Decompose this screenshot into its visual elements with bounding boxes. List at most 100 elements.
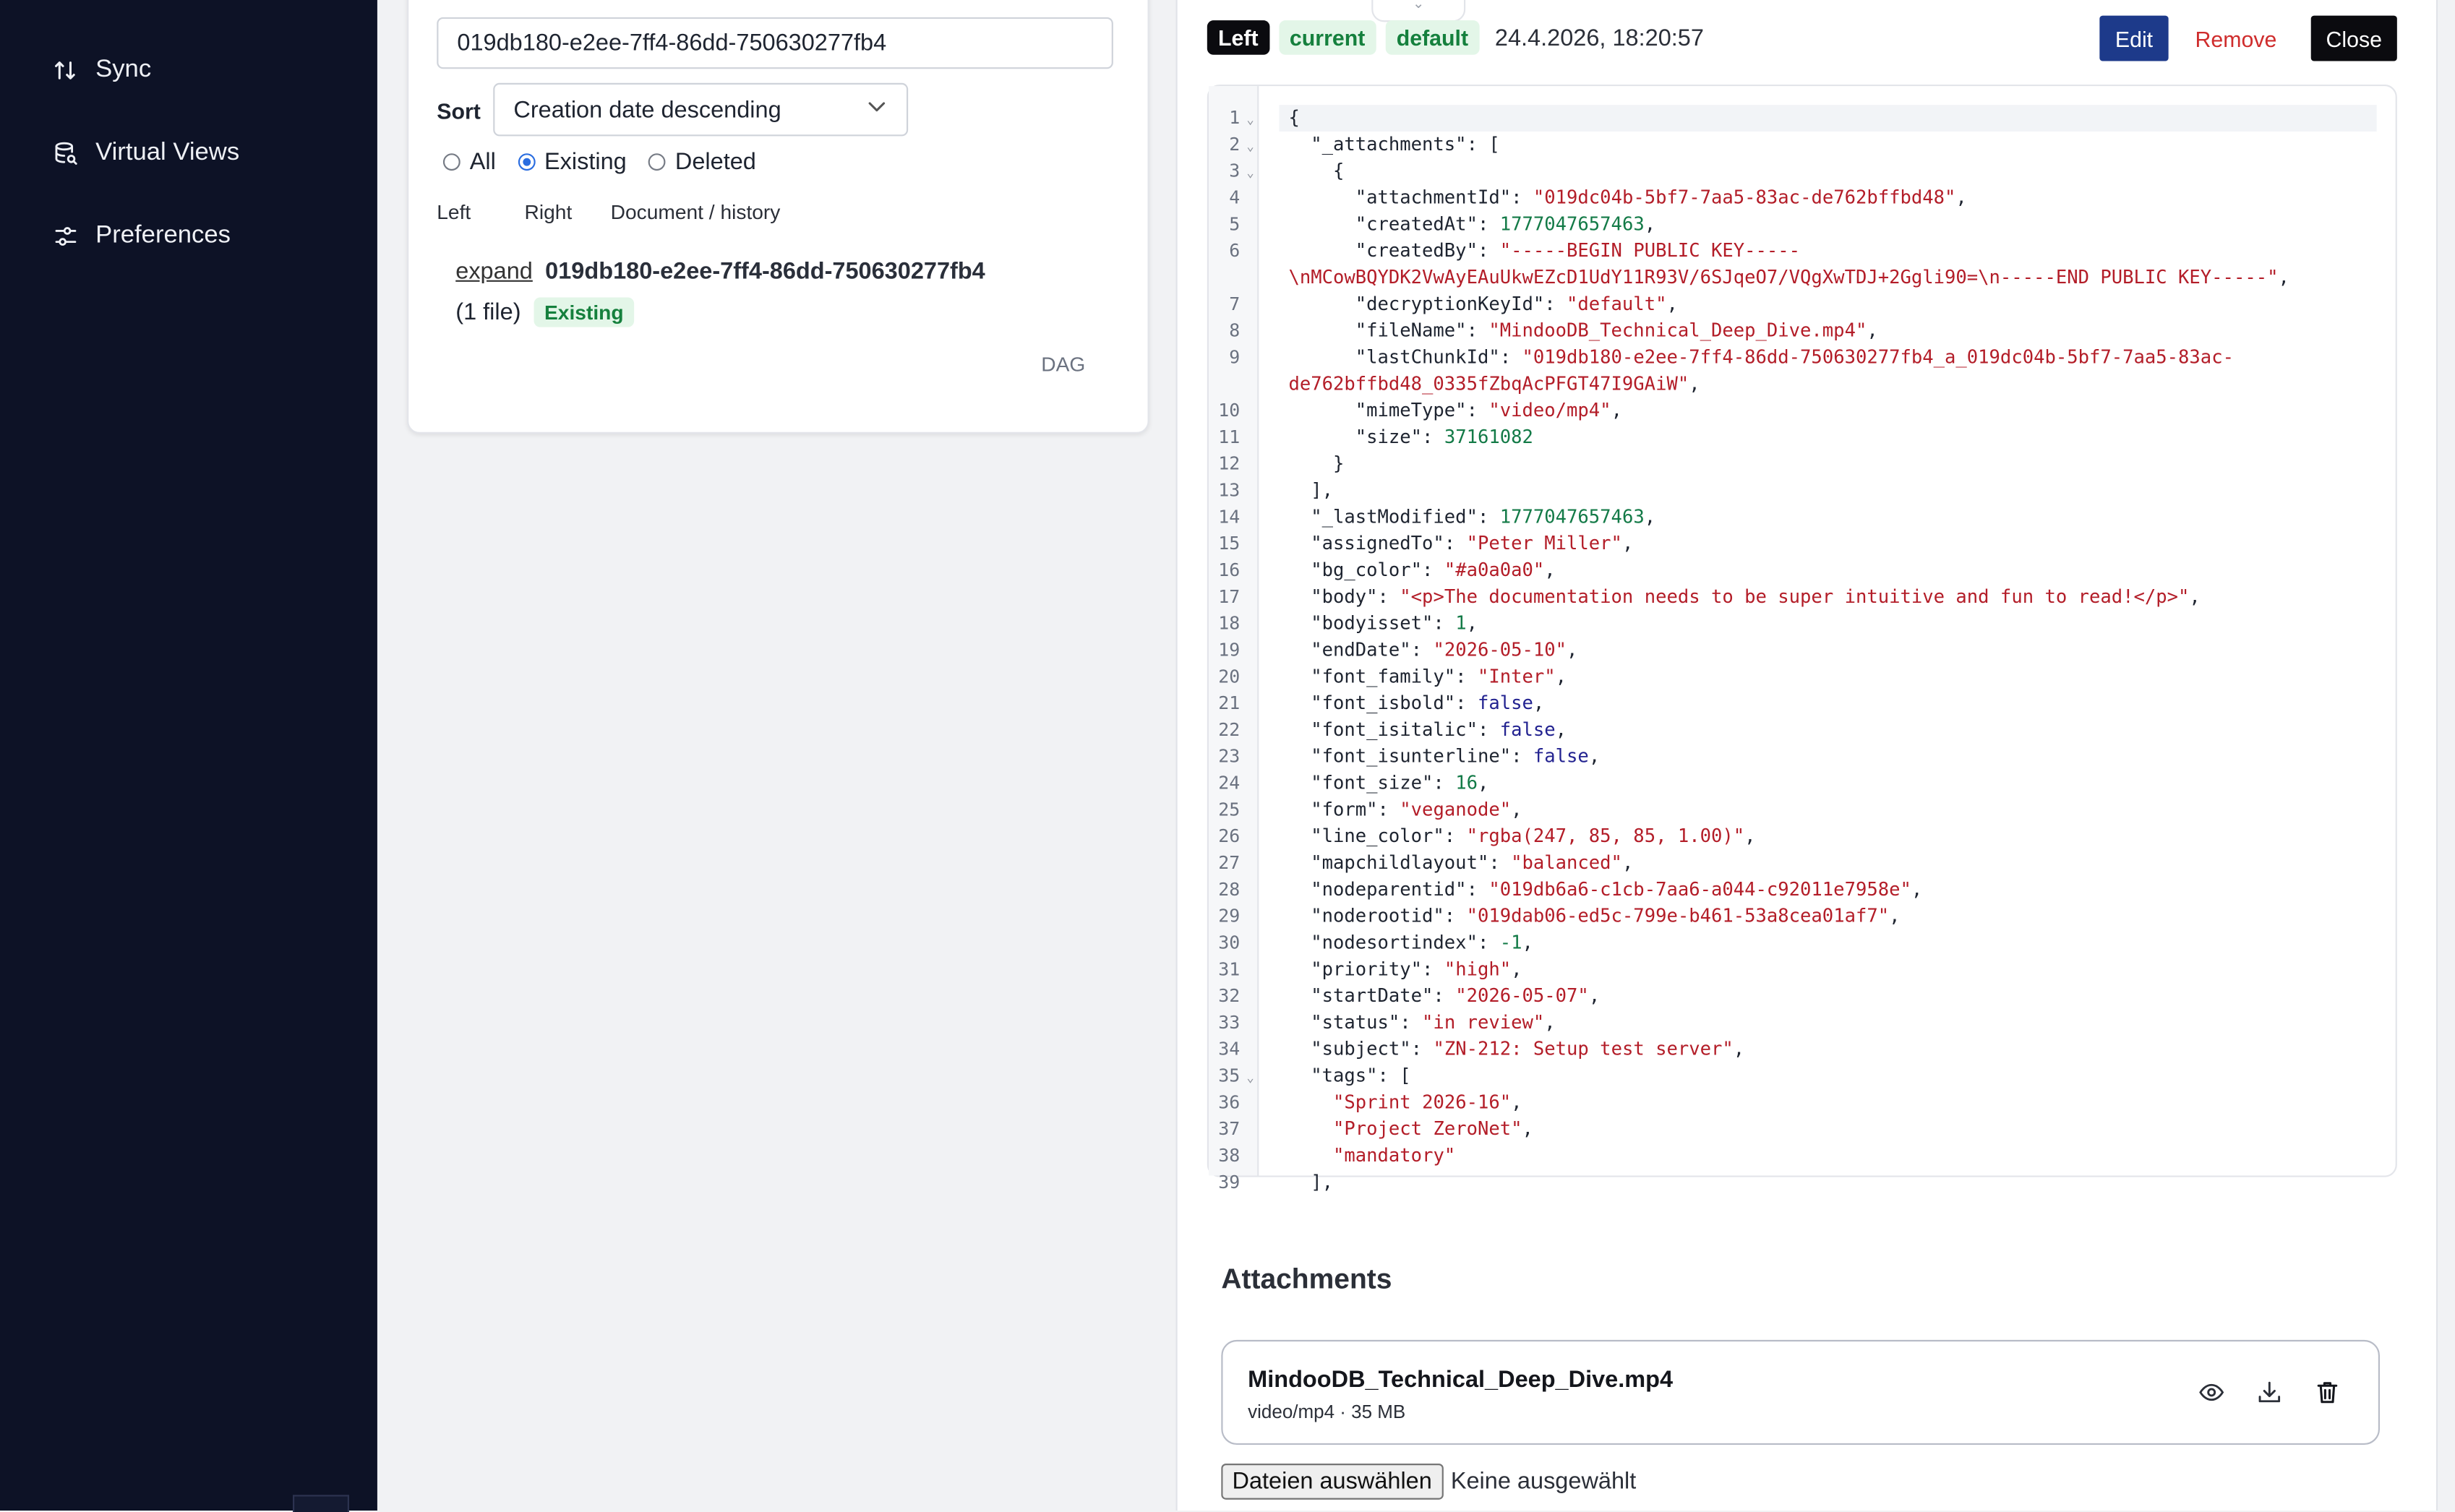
code-line: "noderootid": "019dab06-ed5c-799e-b461-5… (1288, 903, 1900, 930)
document-id[interactable]: 019db180-e2ee-7ff4-86dd-750630277fb4 (545, 258, 985, 285)
file-count: (1 file) (455, 298, 521, 326)
line-number-text: 4 (1229, 186, 1241, 209)
code-token: "_attachments": [ (1288, 133, 1500, 155)
code-token: ], (1288, 1171, 1334, 1193)
filter-radio-existing[interactable]: Existing (518, 149, 627, 176)
line-number-text: 11 (1218, 426, 1241, 448)
code-line: "status": "in review", (1288, 1010, 1555, 1036)
line-number: 8 (1209, 318, 1257, 345)
code-token: , (1867, 319, 1878, 342)
line-number: 34 (1209, 1036, 1257, 1063)
filter-radio-deleted[interactable]: Deleted (648, 149, 756, 176)
code-line: { (1288, 158, 1344, 185)
search-input[interactable]: 019db180-e2ee-7ff4-86dd-750630277fb4 (437, 17, 1113, 69)
line-number (1209, 265, 1257, 291)
code-line: "font_family": "Inter", (1288, 663, 1567, 690)
code-token: "subject": (1288, 1037, 1434, 1060)
code-token (1288, 1091, 1333, 1113)
download-icon[interactable] (2256, 1379, 2283, 1414)
code-token: "font_family": (1288, 665, 1478, 687)
code-line: "nodesortindex": -1, (1288, 929, 1533, 956)
code-token: "size": (1288, 426, 1444, 448)
line-number: 31 (1209, 956, 1257, 983)
code-token: "line_color": (1288, 825, 1467, 847)
code-token: { (1288, 106, 1300, 129)
code-line: "nodeparentid": "019db6a6-c1cb-7aa6-a044… (1288, 877, 1922, 903)
code-area[interactable]: { "_attachments": [ { "attachmentId": "0… (1257, 86, 2396, 1193)
code-token: "priority": (1288, 958, 1444, 980)
sort-select-value: Creation date descending (513, 96, 781, 124)
code-token: , (1533, 692, 1545, 714)
line-number-text: 36 (1218, 1091, 1241, 1113)
line-number: 2⌄ (1209, 132, 1257, 158)
code-token: , (1544, 1011, 1556, 1034)
code-line: "mandatory" (1288, 1143, 1455, 1169)
code-token: "mapchildlayout": (1288, 851, 1512, 874)
edit-button[interactable]: Edit (2099, 15, 2169, 61)
sidebar-collapse-handle[interactable] (293, 1495, 349, 1512)
code-token: "-----BEGIN PUBLIC KEY----- (1499, 239, 1801, 262)
line-number: 10 (1209, 398, 1257, 424)
code-token: false (1477, 692, 1533, 714)
sidebar-item-sync[interactable]: Sync (53, 56, 151, 85)
fold-chevron-icon[interactable]: ⌄ (1246, 1070, 1254, 1085)
choose-files-button[interactable]: Dateien auswählen (1221, 1464, 1443, 1500)
filter-radio-all[interactable]: All (442, 149, 496, 176)
existence-filter: All Existing Deleted (442, 149, 756, 176)
line-number: 7 (1209, 291, 1257, 318)
line-number: 12 (1209, 451, 1257, 478)
code-token: "2026-05-07" (1455, 984, 1589, 1007)
code-token: "019dab06-ed5c-799e-b461-53a8cea01af7" (1466, 904, 1890, 927)
attachment-name: MindooDB_Technical_Deep_Dive.mp4 (1248, 1366, 1674, 1393)
code-line: "font_size": 16, (1288, 770, 1488, 797)
code-token: , (1522, 1117, 1533, 1140)
code-token: "rgba(247, 85, 85, 1.00)" (1466, 825, 1745, 847)
code-token: , (1511, 958, 1522, 980)
fold-chevron-icon[interactable]: ⌄ (1246, 139, 1254, 154)
fold-chevron-icon[interactable]: ⌄ (1246, 112, 1254, 127)
sidebar-item-label: Virtual Views (95, 139, 240, 166)
radio-button[interactable] (442, 153, 460, 171)
sidebar-item-preferences[interactable]: Preferences (53, 223, 231, 251)
sort-select[interactable]: Creation date descending (493, 82, 909, 137)
line-number-text: 29 (1218, 904, 1241, 927)
code-token: "body": (1288, 585, 1400, 608)
code-token (1288, 1117, 1333, 1139)
code-token: { (1288, 159, 1345, 182)
code-token: "bg_color": (1288, 559, 1444, 581)
code-token: "noderootid": (1288, 904, 1467, 927)
dag-link[interactable]: DAG (1041, 352, 1086, 376)
expand-link[interactable]: expand (455, 258, 533, 285)
code-line: "subject": "ZN-212: Setup test server", (1288, 1036, 1744, 1063)
code-token: , (1666, 293, 1678, 315)
attachment-card: MindooDB_Technical_Deep_Dive.mp4 video/m… (1221, 1339, 2381, 1446)
code-token: } (1288, 452, 1345, 475)
line-number-text: 15 (1218, 532, 1241, 554)
filter-label: Deleted (674, 148, 756, 176)
side-tag: Left (1207, 20, 1269, 55)
line-number-text: 17 (1218, 585, 1241, 608)
status-badge: Existing (533, 297, 635, 327)
sidebar-item-virtual-views[interactable]: Virtual Views (53, 139, 240, 168)
code-token: "font_size": (1288, 771, 1456, 794)
panel-drag-handle[interactable]: ⌄ (1371, 0, 1466, 22)
line-number-text: 25 (1218, 798, 1241, 820)
sidebar-item-label: Preferences (95, 222, 231, 249)
code-line: "font_isitalic": false, (1288, 717, 1567, 744)
trash-icon[interactable] (2314, 1379, 2341, 1414)
remove-button[interactable]: Remove (2195, 25, 2277, 51)
radio-button[interactable] (518, 153, 535, 171)
code-token: "mimeType": (1288, 399, 1489, 421)
line-number: 5 (1209, 211, 1257, 238)
chevron-down-icon (866, 95, 888, 124)
eye-icon[interactable] (2198, 1379, 2225, 1414)
code-token: "nodeparentid": (1288, 878, 1489, 901)
fold-chevron-icon[interactable]: ⌄ (1246, 166, 1254, 181)
code-line: "createdBy": "-----BEGIN PUBLIC KEY----- (1288, 238, 1800, 265)
code-line: ], (1288, 478, 1333, 504)
close-button[interactable]: Close (2310, 15, 2397, 61)
code-line: "bodyisset": 1, (1288, 611, 1478, 637)
radio-button[interactable] (648, 153, 666, 171)
code-token: -1 (1499, 931, 1522, 953)
